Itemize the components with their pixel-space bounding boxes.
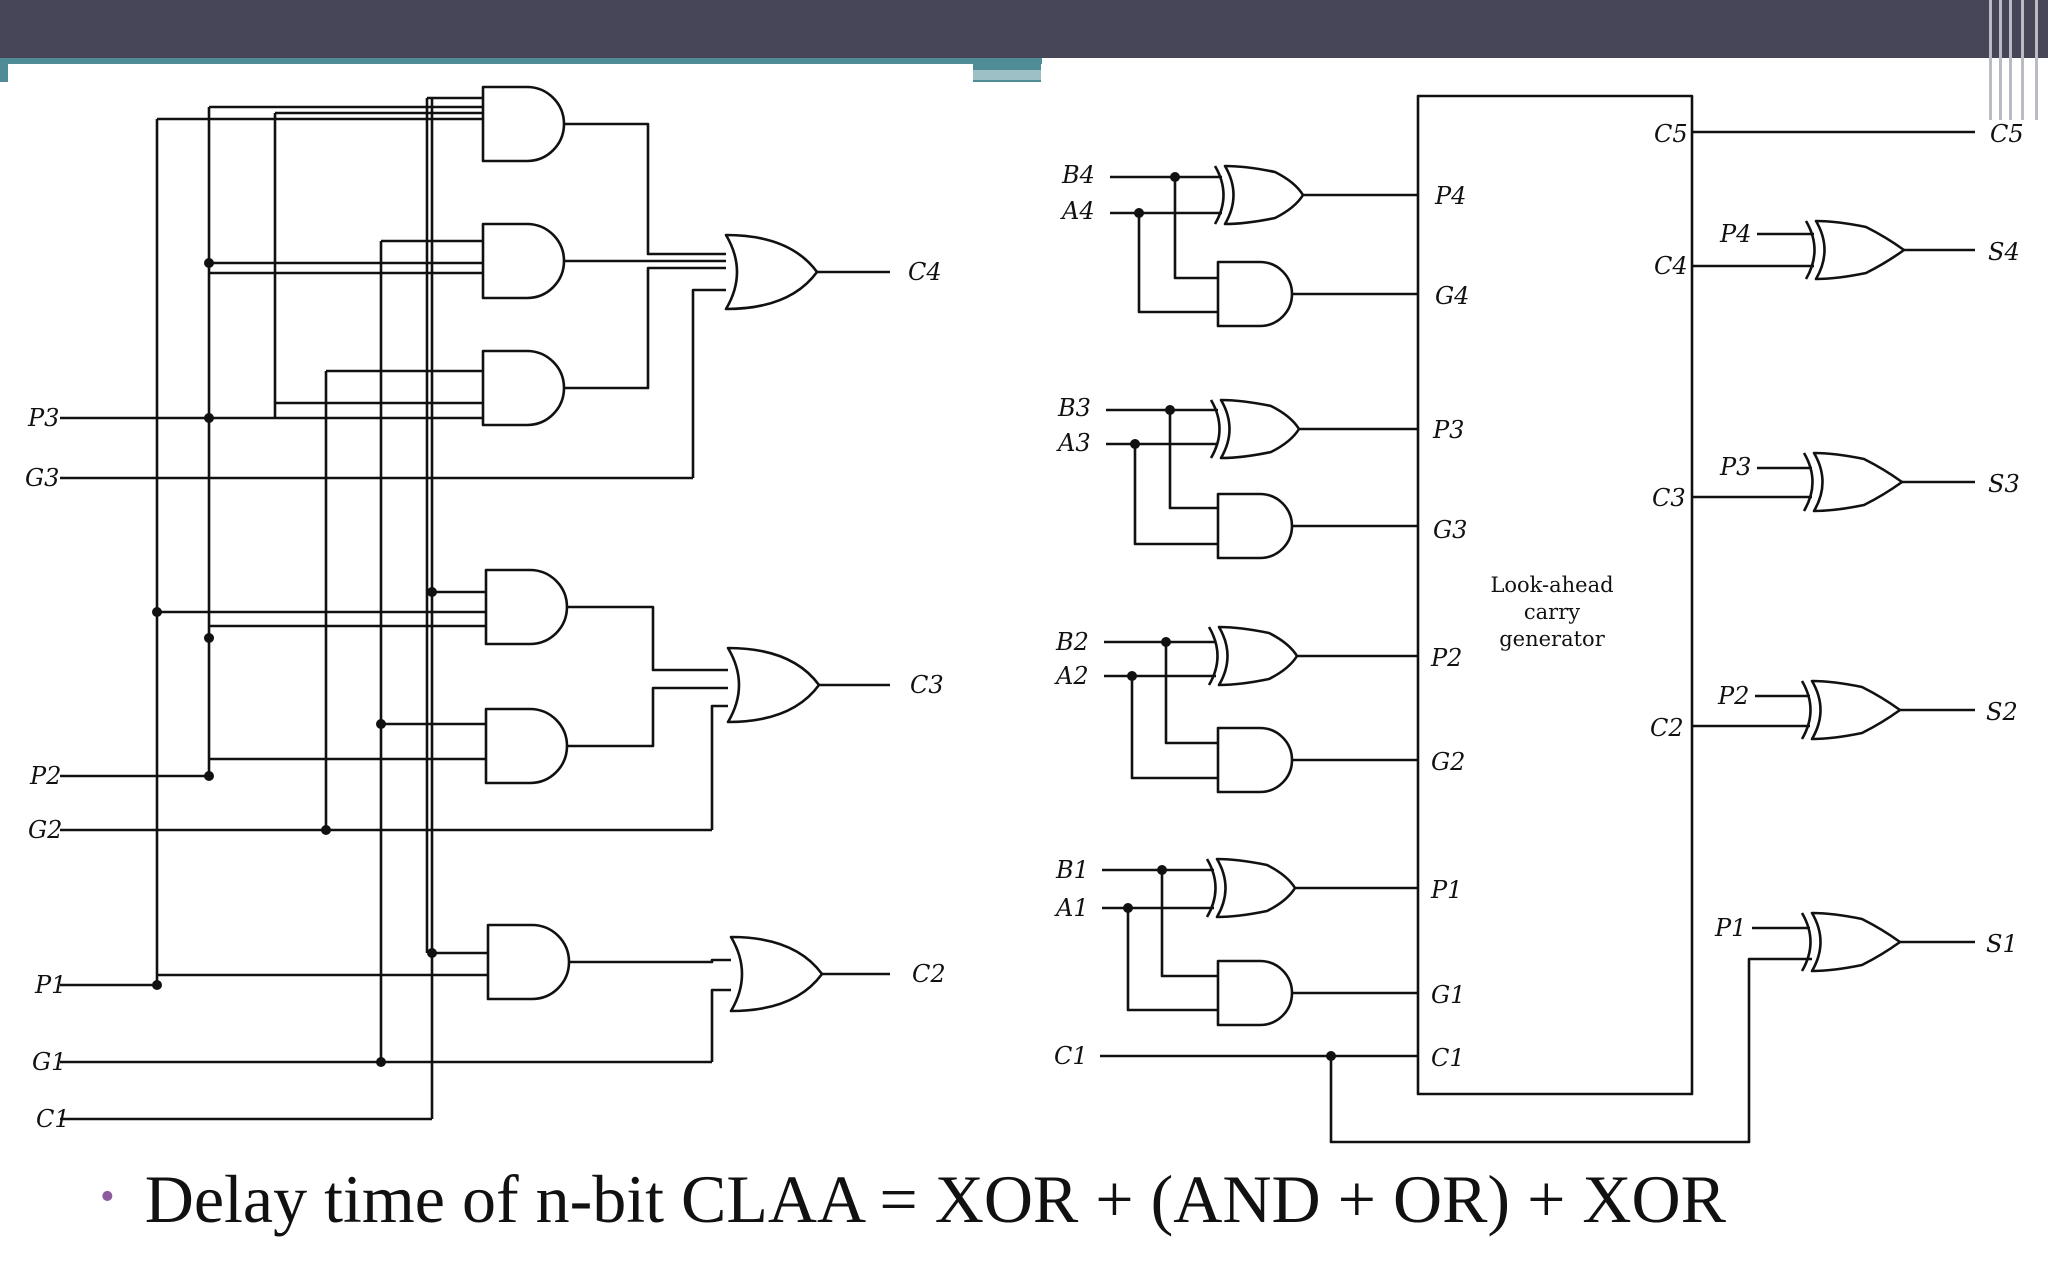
- lookahead-block: [1416, 94, 1694, 1096]
- label-s1: S1: [1986, 930, 2018, 958]
- left-and-inputs: [157, 96, 488, 977]
- stage-3-gates: [1106, 398, 1418, 560]
- block-input-g3: G3: [1433, 516, 1467, 544]
- label-s4: S4: [1988, 238, 2020, 266]
- stage-4-gates: [1110, 164, 1418, 328]
- sum-xor-gates: [1692, 130, 1975, 973]
- sum-input-p1: P1: [1714, 914, 1746, 942]
- label-carry-in: C1: [1054, 1042, 1088, 1070]
- sum-input-p2: P2: [1717, 682, 1749, 710]
- label-b4: B4: [1061, 161, 1095, 189]
- block-input-p2: P2: [1430, 644, 1462, 672]
- block-output-c4: C4: [1654, 252, 1688, 280]
- stage-2-gates: [1104, 625, 1418, 794]
- block-input-g1: G1: [1431, 981, 1465, 1009]
- label-a2: A2: [1054, 662, 1089, 690]
- label-a1: A1: [1054, 894, 1089, 922]
- label-g1: G1: [32, 1048, 66, 1076]
- caption-text: Delay time of n-bit CLAA = XOR + (AND + …: [144, 1161, 1726, 1237]
- block-input-p4: P4: [1434, 182, 1466, 210]
- block-label-line-3: generator: [1499, 627, 1605, 651]
- header-accent-tab-light: [973, 70, 1041, 80]
- block-input-p1: P1: [1430, 876, 1462, 904]
- sum-input-p3: P3: [1719, 453, 1751, 481]
- block-input-p3: P3: [1432, 416, 1464, 444]
- block-output-c3: C3: [1652, 484, 1686, 512]
- label-p3: P3: [27, 404, 59, 432]
- block-input-c1: C1: [1431, 1044, 1465, 1072]
- block-output-c2: C2: [1650, 714, 1684, 742]
- label-b1: B1: [1055, 856, 1089, 884]
- delay-formula-caption: • Delay time of n-bit CLAA = XOR + (AND +…: [100, 1160, 1726, 1240]
- label-c4-out: C4: [908, 258, 942, 286]
- label-c3-out: C3: [910, 671, 944, 699]
- label-p1: P1: [34, 971, 66, 999]
- slide-header-bar: [0, 0, 2048, 58]
- label-g3: G3: [25, 464, 59, 492]
- left-and-gates: [481, 85, 571, 1001]
- label-a4: A4: [1060, 197, 1095, 225]
- label-p2: P2: [29, 762, 61, 790]
- header-decor-stripes: [1985, 0, 2048, 120]
- label-b3: B3: [1057, 394, 1091, 422]
- left-junction-dots: [152, 258, 437, 1067]
- label-b2: B2: [1055, 628, 1089, 656]
- carry-lookahead-adder-diagram: P3 G3 P2 G2 P1 G1 C1 C4 C3 C2 B4 A4 B3 A…: [25, 85, 2024, 1144]
- left-internal-routing: [564, 122, 890, 1062]
- label-s2: S2: [1986, 698, 2018, 726]
- left-vertical-wires: [155, 98, 434, 1119]
- label-s3: S3: [1988, 470, 2020, 498]
- right-junction-dots: [1123, 172, 1336, 1061]
- sum-input-p4: P4: [1719, 220, 1751, 248]
- label-c5-out: C5: [1990, 120, 2024, 148]
- carry-in-wiring: [1100, 957, 1812, 1144]
- block-input-g2: G2: [1431, 748, 1465, 776]
- block-label-line-2: carry: [1524, 600, 1580, 624]
- header-accent-line: [0, 58, 1042, 64]
- label-c2-out: C2: [912, 960, 946, 988]
- label-g2: G2: [28, 816, 62, 844]
- left-or-gates: [724, 233, 824, 1013]
- bullet-marker: •: [100, 1174, 115, 1220]
- block-label-line-1: Look-ahead: [1490, 573, 1613, 597]
- label-c1: C1: [36, 1105, 70, 1133]
- stage-1-gates: [1102, 857, 1418, 1027]
- block-input-g4: G4: [1435, 282, 1469, 310]
- block-output-c5: C5: [1654, 120, 1688, 148]
- header-accent-tab-left: [0, 58, 8, 82]
- label-a3: A3: [1056, 429, 1091, 457]
